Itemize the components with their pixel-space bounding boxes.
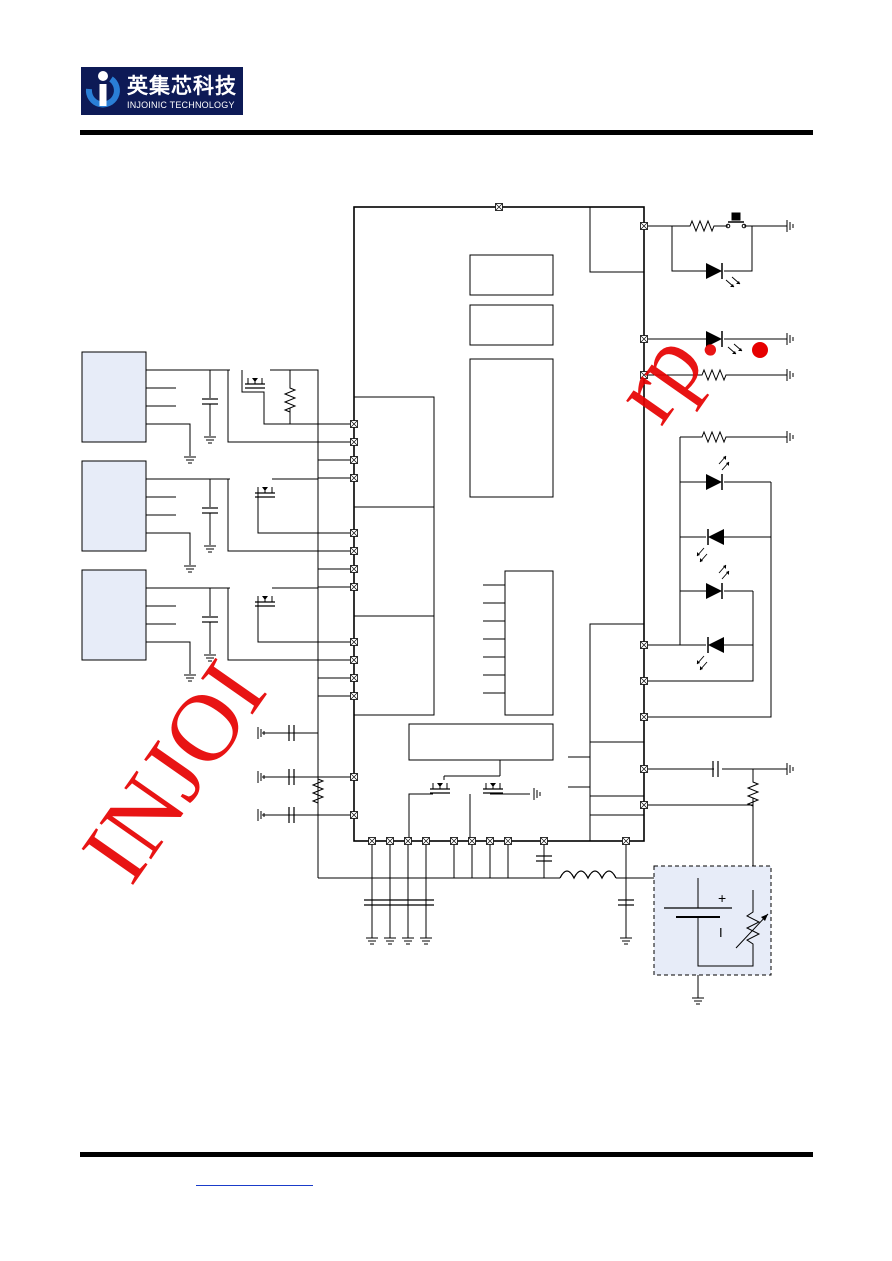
- logo-english-name: INJOINIC TECHNOLOGY: [127, 100, 235, 110]
- battery-minus-label: I: [719, 925, 723, 940]
- logo-chinese-name: 英集芯科技: [127, 74, 237, 98]
- company-logo: 英集芯科技 INJOINIC TECHNOLOGY: [81, 67, 243, 115]
- ic-pins: [350, 203, 648, 845]
- external-block-2: [81, 460, 147, 552]
- battery-plus-label: +: [718, 890, 726, 906]
- header-rule: [80, 130, 813, 135]
- external-block-1: [81, 351, 147, 443]
- footer-rule: [80, 1152, 813, 1157]
- external-block-3: [81, 569, 147, 661]
- battery-block: + I: [653, 865, 772, 998]
- watermark-dot: [752, 342, 768, 358]
- logo-mark-icon: [85, 71, 120, 108]
- footer-link[interactable]: [196, 1184, 313, 1186]
